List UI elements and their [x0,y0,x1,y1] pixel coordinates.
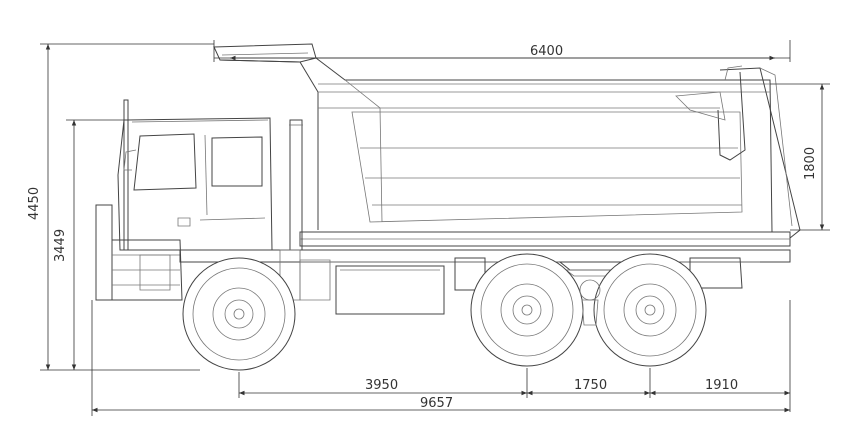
dim-box-length: 6400 [213,40,791,62]
rear-wheel [593,253,707,367]
tandem-axle-hub [579,279,601,326]
dim-label-overall-height: 4450 [27,187,42,220]
dim-label-box-height: 1800 [803,147,818,180]
dim-cab-height: 3449 [53,119,124,370]
middle-wheel [470,253,584,367]
dim-label-rear-overhang: 1910 [705,378,738,393]
dim-label-box-length: 6400 [530,44,563,59]
dim-label-front-axle-spacing: 3950 [365,378,398,393]
dim-label-cab-height: 3449 [53,229,68,262]
cab [95,99,303,301]
dim-overall-length: 9657 [91,300,790,416]
dim-box-height: 1800 [770,83,830,231]
dim-axle-spacing: 3950 1750 1910 [238,300,791,412]
dump-box [213,43,801,247]
dim-label-tandem-spacing: 1750 [574,378,607,393]
front-wheel [182,257,296,371]
dim-overall-height: 4450 [27,43,214,371]
dim-label-overall-length: 9657 [420,396,453,411]
